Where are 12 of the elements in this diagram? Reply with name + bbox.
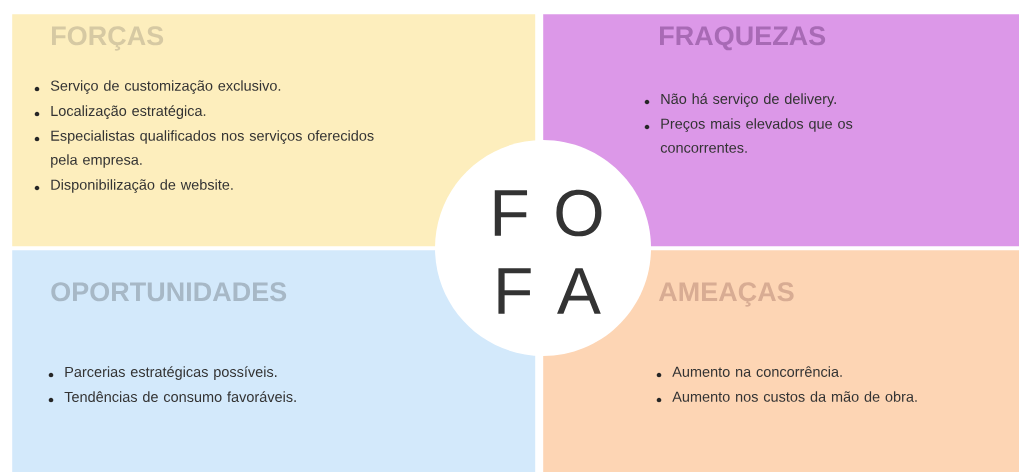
- bullet-item: Especialistas qualificados nos serviços oferecidos pela empresa.: [34, 130, 374, 168]
- bullet-item: Não há serviço de delivery.: [644, 93, 836, 107]
- letters: F O: [494, 189, 602, 237]
- bullet-item: Preços mais elevados que os concorrentes.: [644, 118, 853, 153]
- bullet-item: Disponibilização de website.: [34, 179, 233, 193]
- bullet-item: Localização estratégica.: [34, 105, 206, 119]
- bullet-item: Serviço de customização exclusivo.: [34, 80, 281, 94]
- bullet-item: Tendências de consumo favoráveis.: [48, 391, 296, 403]
- letters: F A: [498, 268, 601, 314]
- bullet-item: Aumento nos custos da mão de obra.: [656, 391, 917, 403]
- bullet-item: Parcerias estratégicas possíveis.: [48, 366, 277, 380]
- bullet-item: Aumento na concorrência.: [656, 366, 842, 378]
